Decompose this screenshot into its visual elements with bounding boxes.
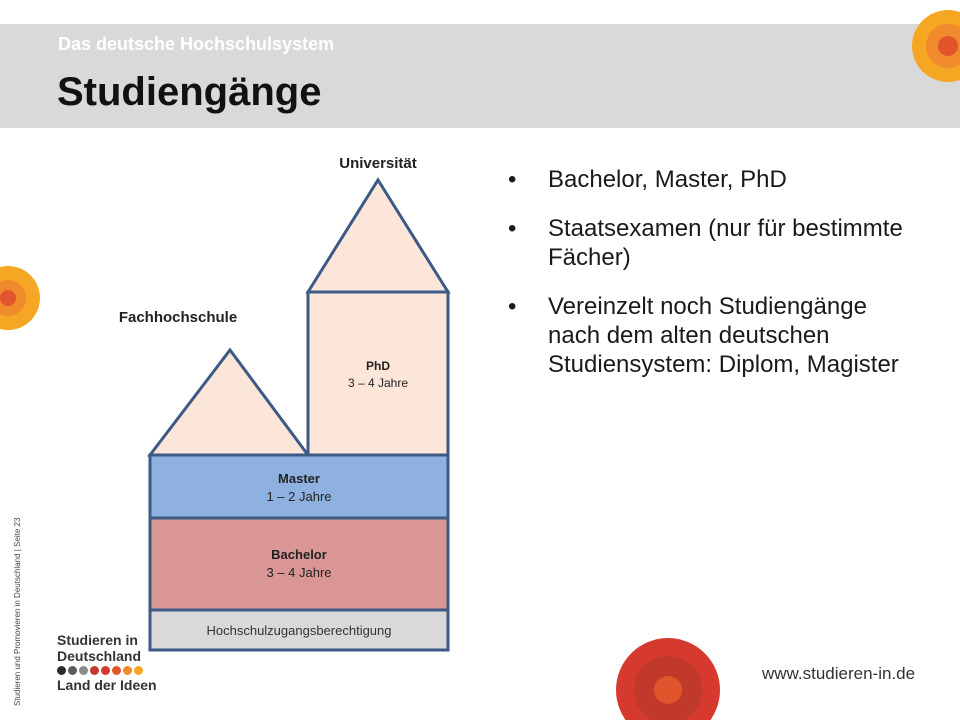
logo-dots-icon	[57, 666, 157, 675]
flower-left-icon	[0, 266, 40, 330]
logo-line-1: Studieren in	[57, 632, 138, 648]
bachelor-block	[148, 516, 450, 612]
master-title: Master	[278, 471, 320, 486]
bullet-dot-icon: •	[508, 215, 517, 242]
bachelor-duration: 3 – 4 Jahre	[266, 565, 331, 580]
master-block	[148, 453, 450, 520]
website-url: www.studieren-in.de	[762, 664, 916, 683]
logo-dot	[79, 666, 88, 675]
logo-dot	[68, 666, 77, 675]
flower-bottom-icon	[616, 638, 720, 720]
logo-line-2: Deutschland	[57, 648, 142, 664]
bullet-text: Staatsexamen (nur für bestimmte Fächer)	[548, 215, 903, 271]
phd-duration: 3 – 4 Jahre	[348, 376, 408, 390]
logo-dot	[57, 666, 66, 675]
base-block	[148, 608, 450, 652]
page-title: Studiengänge	[57, 70, 322, 114]
flower-top-right-icon	[912, 10, 960, 82]
base-label: Hochschulzugangsberechtigung	[206, 623, 391, 638]
section-kicker: Das deutsche Hochschulsystem	[58, 34, 335, 54]
bullet-item: • Staatsexamen (nur für bestimmte Fächer)	[508, 214, 908, 272]
header-band	[0, 24, 960, 128]
bachelor-title: Bachelor	[271, 547, 327, 562]
phd-title: PhD	[366, 359, 390, 373]
universitaet-roof	[305, 177, 451, 294]
bullet-item: • Vereinzelt noch Studiengänge nach dem a…	[508, 292, 908, 379]
bullet-text: Bachelor, Master, PhD	[548, 166, 787, 193]
bullet-item: • Bachelor, Master, PhD	[508, 165, 908, 194]
logo-line-3: Land der Ideen	[57, 677, 157, 693]
fachhochschule-label: Fachhochschule	[119, 309, 237, 326]
page-footer-side: Studieren und Promovieren in Deutschland…	[13, 517, 22, 706]
phd-block	[306, 290, 450, 457]
logo-dot	[134, 666, 143, 675]
bullet-list: • Bachelor, Master, PhD • Staatsexamen (nu…	[508, 165, 908, 399]
logo-dot	[101, 666, 110, 675]
logo-dot	[123, 666, 132, 675]
universitaet-label: Universität	[339, 155, 417, 172]
logo-dot	[90, 666, 99, 675]
logo: Studieren in Deutschland Land der Ideen	[57, 632, 157, 702]
master-duration: 1 – 2 Jahre	[266, 489, 331, 504]
bullet-dot-icon: •	[508, 166, 517, 193]
bullet-dot-icon: •	[508, 293, 517, 320]
fachhochschule-roof	[146, 347, 311, 457]
logo-dot	[112, 666, 121, 675]
bullet-text: Vereinzelt noch Studiengänge nach dem al…	[548, 293, 899, 378]
